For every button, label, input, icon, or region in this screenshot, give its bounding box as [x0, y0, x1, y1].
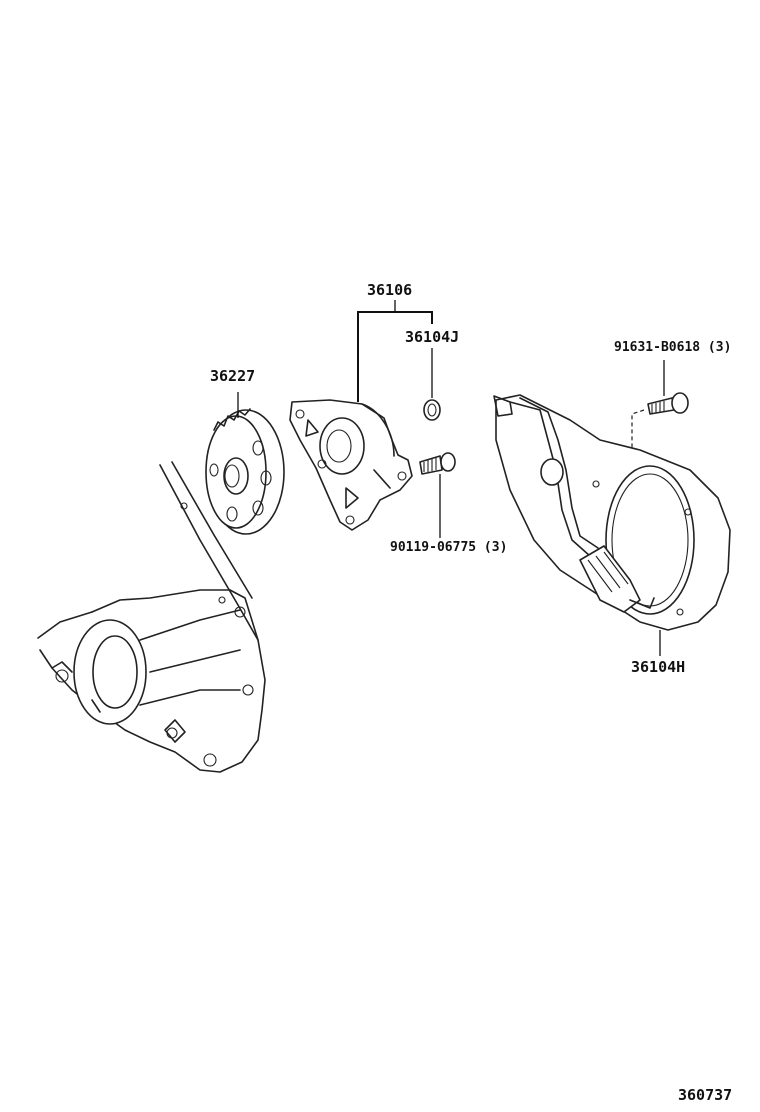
leader-lines: [237, 300, 665, 656]
label-bolt-flange: 91631-B0618 (3): [614, 340, 732, 355]
oil-pump-body: [289, 399, 413, 531]
pump-bolt: [419, 452, 456, 475]
assembly-bracket: [357, 311, 433, 402]
figure-number: 360737: [678, 1086, 733, 1104]
oil-seal: [423, 399, 441, 421]
label-seal: 36104J: [405, 328, 460, 346]
label-cover: 36104H: [631, 658, 686, 676]
pump-cover: [493, 394, 731, 631]
cover-bolt: [647, 392, 689, 415]
cover-bolt-dashed-line: [631, 409, 645, 450]
label-bolt-pump: 90119-06775 (3): [390, 540, 508, 555]
label-assembly: 36106: [367, 281, 413, 299]
drive-gear: [205, 408, 285, 535]
transfer-case-housing: [37, 461, 266, 773]
label-gear: 36227: [210, 367, 256, 385]
